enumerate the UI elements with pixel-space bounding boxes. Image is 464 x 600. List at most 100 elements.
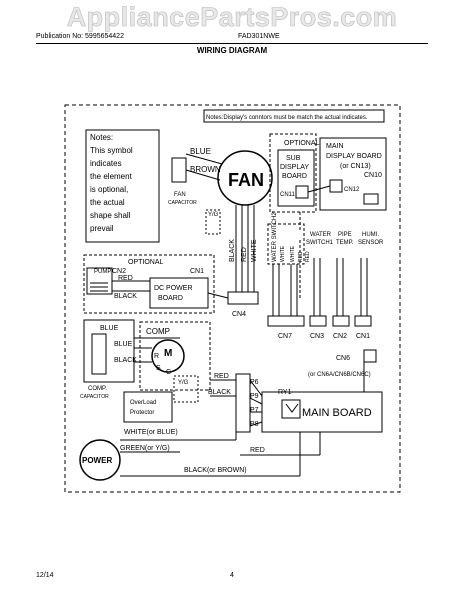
comp-ground-label: Y/G <box>178 380 189 386</box>
switch-wire: WHITE <box>290 245 296 262</box>
optional-dc-label: OPTIONAL <box>128 259 164 266</box>
sub-display-label: SUB <box>286 155 301 162</box>
comp-wire-black: BLACK <box>114 357 137 364</box>
cn4-connector <box>227 291 259 305</box>
notes-line: prevail <box>90 224 114 233</box>
notes-line: the element <box>90 172 133 181</box>
main-display-board <box>319 137 387 211</box>
relay-wire-black: BLACK <box>208 389 231 396</box>
header-rule <box>36 43 428 44</box>
diagram-frame <box>64 104 401 493</box>
pipe-temp-label: PIPE <box>338 232 352 238</box>
comp-terminal-c: C <box>166 369 171 376</box>
cn2-label: CN2 <box>333 333 347 340</box>
main-display-label: DISPLAY BOARD <box>326 153 382 160</box>
main-display-label: (or CN13) <box>340 163 371 170</box>
dc-cn2: CN2 <box>112 268 126 275</box>
watermark-logo: AppliancePartsPros.com <box>66 2 398 33</box>
fan-wire-blue: BLUE <box>190 147 211 156</box>
cn3-connector <box>309 315 327 327</box>
relay-wire-red: RED <box>214 373 229 380</box>
ry1-label: RY1 <box>278 389 292 396</box>
optional-sub-frame <box>269 133 317 213</box>
ry1-relay <box>281 399 301 419</box>
dc-cn1: CN1 <box>190 268 204 275</box>
fan-motor <box>217 150 273 206</box>
water-switch1-label: SWITCH1 <box>306 240 334 246</box>
main-display-label: MAIN <box>326 143 344 150</box>
cn4-label: CN4 <box>232 311 246 318</box>
humi-sensor-label: SENSOR <box>358 240 384 246</box>
notes-line: Notes: <box>90 133 113 142</box>
footer-date: 12/14 <box>36 572 54 579</box>
publication-number: Publication No: 5995654422 <box>36 33 124 40</box>
power-plug <box>79 439 121 481</box>
comp-capacitor-label: COMP. <box>88 386 107 392</box>
power-green-wire: GREEN(or Y/G) <box>120 445 170 452</box>
fan-capacitor-label: CAPACITOR <box>168 200 197 206</box>
overload-protector <box>123 391 173 423</box>
dc-power-board <box>149 277 209 309</box>
dc-wire-red: RED <box>118 275 133 282</box>
overload-label: Protector <box>130 410 154 416</box>
comp-m-label: M <box>164 348 172 359</box>
comp-label: COMP <box>146 327 170 336</box>
notes-line: This symbol <box>90 146 133 155</box>
cn7-connector <box>267 315 305 327</box>
water-switch2-label: WATER SWITCH2 <box>272 212 278 262</box>
comp-capacitor-label: CAPACITOR <box>80 394 109 400</box>
display-note-box <box>203 109 385 123</box>
notes-line: shape shall <box>90 211 131 220</box>
cn6-alt-label: (or CN6A/CN6B/CN6C) <box>308 372 371 378</box>
pin-strip <box>235 373 251 433</box>
cn1-connector <box>354 315 372 327</box>
dc-board-label: DC POWER <box>154 285 193 292</box>
power-black-wire: BLACK(or BROWN) <box>184 467 247 474</box>
fan-wire-red: RED <box>241 247 248 262</box>
pin-p9: P9 <box>250 393 259 400</box>
cn11-label: CN11 <box>280 192 296 198</box>
cn1-label: CN1 <box>356 333 370 340</box>
switch-wire: RED <box>298 251 304 262</box>
power-white-wire: WHITE(or BLUE) <box>124 429 178 436</box>
notes-line: is optional, <box>90 185 128 194</box>
fan-ground-label: Y/G <box>208 212 219 218</box>
comp-capacitor-frame <box>83 319 135 383</box>
fan-wire-black: BLACK <box>229 239 236 262</box>
cn6-connector <box>363 349 377 363</box>
dc-board-label: BOARD <box>158 295 183 302</box>
footer-page: 4 <box>230 572 234 579</box>
power-red-wire: RED <box>250 447 265 454</box>
sub-display-label: DISPLAY <box>280 164 309 171</box>
fan-wire-white: WHITE <box>251 239 258 262</box>
notes-line: the actual <box>90 198 125 207</box>
page-title: WIRING DIAGRAM <box>196 46 268 55</box>
comp-wire-blue: BLUE <box>114 341 133 348</box>
power-label: POWER <box>82 456 112 465</box>
fan-label: FAN <box>228 170 264 190</box>
overload-label: OverLoad <box>130 400 156 406</box>
comp-wire-blue: BLUE <box>100 325 119 332</box>
comp-terminal-s: S <box>156 365 161 372</box>
cn2-connector <box>332 315 350 327</box>
cn6-label: CN6 <box>336 355 350 362</box>
comp-terminal-r: R <box>154 353 159 360</box>
notes-line: indicates <box>90 159 122 168</box>
cn3-label: CN3 <box>310 333 324 340</box>
pump-label: PUMP <box>94 269 111 275</box>
cn12-label: CN12 <box>344 187 360 193</box>
water-switch2 <box>267 223 305 265</box>
sub-display-board <box>277 149 315 207</box>
main-board-label: MAIN BOARD <box>302 407 372 419</box>
model-number: FAD301NWE <box>238 33 280 40</box>
fan-wire-brown: BROWN <box>190 165 221 174</box>
compressor-motor <box>151 339 185 373</box>
optional-dc-frame <box>83 254 215 314</box>
display-note: Notes:Display's conntors must be match t… <box>206 115 368 121</box>
sub-display-label: BOARD <box>282 173 307 180</box>
pipe-temp-label: TEMP. <box>336 240 354 246</box>
pin-p7: P7 <box>250 407 259 414</box>
humi-sensor-label: HUMI. <box>362 232 379 238</box>
cn7-label: CN7 <box>278 333 292 340</box>
